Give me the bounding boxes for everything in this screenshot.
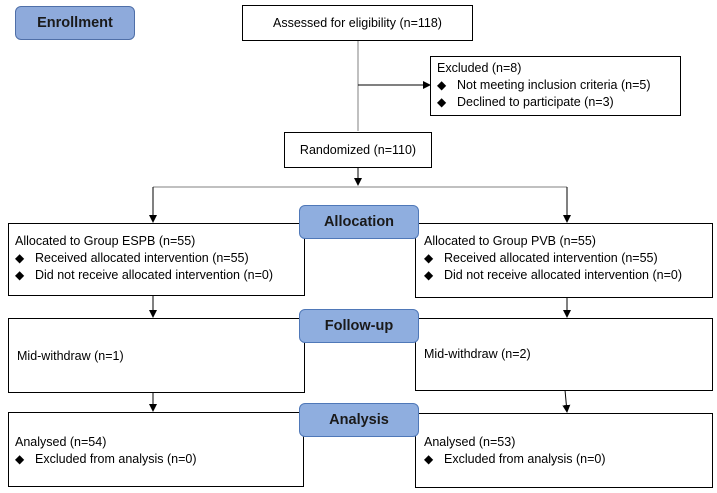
left-followup-text: Mid-withdraw (n=1) — [17, 349, 124, 363]
stage-followup: Follow-up — [299, 309, 419, 343]
diamond-bullet-icon: ◆ — [424, 251, 434, 265]
diamond-bullet-icon: ◆ — [424, 452, 434, 466]
right-alloc-item-text: Did not receive allocated intervention (… — [444, 268, 682, 282]
right-alloc-item: ◆ Received allocated intervention (n=55) — [424, 250, 704, 267]
left-followup-box: Mid-withdraw (n=1) — [8, 318, 305, 393]
diamond-bullet-icon: ◆ — [424, 268, 434, 282]
right-analysis-item-text: Excluded from analysis (n=0) — [444, 452, 606, 466]
left-alloc-item: ◆ Received allocated intervention (n=55) — [15, 250, 298, 267]
right-allocation-box: Allocated to Group PVB (n=55) ◆ Received… — [415, 223, 713, 298]
stage-analysis: Analysis — [299, 403, 419, 437]
assessed-text: Assessed for eligibility (n=118) — [273, 15, 442, 30]
left-alloc-item-text: Received allocated intervention (n=55) — [35, 251, 249, 265]
stage-followup-label: Follow-up — [324, 318, 394, 334]
right-analysis-box: Analysed (n=53) ◆ Excluded from analysis… — [415, 413, 713, 488]
diamond-bullet-icon: ◆ — [15, 452, 25, 466]
left-allocated-title: Allocated to Group ESPB (n=55) — [15, 234, 196, 248]
right-followup-box: Mid-withdraw (n=2) — [415, 318, 713, 391]
right-alloc-item-text: Received allocated intervention (n=55) — [444, 251, 658, 265]
right-alloc-item: ◆ Did not receive allocated intervention… — [424, 267, 704, 284]
left-analysis-item-text: Excluded from analysis (n=0) — [35, 452, 197, 466]
stage-analysis-label: Analysis — [329, 412, 389, 428]
stage-enrollment-label: Enrollment — [37, 15, 113, 31]
excluded-item: ◆ Declined to participate (n=3) — [437, 94, 674, 111]
assessed-box: Assessed for eligibility (n=118) — [242, 5, 473, 41]
left-analysed-title: Analysed (n=54) — [15, 435, 107, 449]
stage-allocation: Allocation — [299, 205, 419, 239]
diamond-bullet-icon: ◆ — [437, 78, 447, 92]
diamond-bullet-icon: ◆ — [437, 95, 447, 109]
stage-allocation-label: Allocation — [323, 214, 395, 230]
left-alloc-item: ◆ Did not receive allocated intervention… — [15, 267, 298, 284]
left-analysis-item: ◆ Excluded from analysis (n=0) — [15, 451, 297, 468]
left-alloc-item-text: Did not receive allocated intervention (… — [35, 268, 273, 282]
excluded-item-text: Not meeting inclusion criteria (n=5) — [457, 78, 651, 92]
excluded-item: ◆ Not meeting inclusion criteria (n=5) — [437, 77, 674, 94]
left-analysis-box: Analysed (n=54) ◆ Excluded from analysis… — [8, 412, 304, 487]
right-analysis-arrow — [562, 389, 571, 413]
excluded-title: Excluded (n=8) — [437, 61, 522, 75]
randomized-box: Randomized (n=110) — [284, 132, 432, 168]
right-analysis-item: ◆ Excluded from analysis (n=0) — [424, 451, 704, 468]
left-allocation-box: Allocated to Group ESPB (n=55) ◆ Receive… — [8, 223, 305, 296]
excluded-item-text: Declined to participate (n=3) — [457, 95, 614, 109]
randomized-text: Randomized (n=110) — [299, 142, 417, 157]
right-followup-text: Mid-withdraw (n=2) — [424, 347, 531, 361]
right-analysed-title: Analysed (n=53) — [424, 435, 516, 449]
right-allocated-title: Allocated to Group PVB (n=55) — [424, 234, 596, 248]
excluded-box: Excluded (n=8) ◆ Not meeting inclusion c… — [430, 56, 681, 116]
diamond-bullet-icon: ◆ — [15, 251, 25, 265]
diamond-bullet-icon: ◆ — [15, 268, 25, 282]
stage-enrollment: Enrollment — [15, 6, 135, 40]
